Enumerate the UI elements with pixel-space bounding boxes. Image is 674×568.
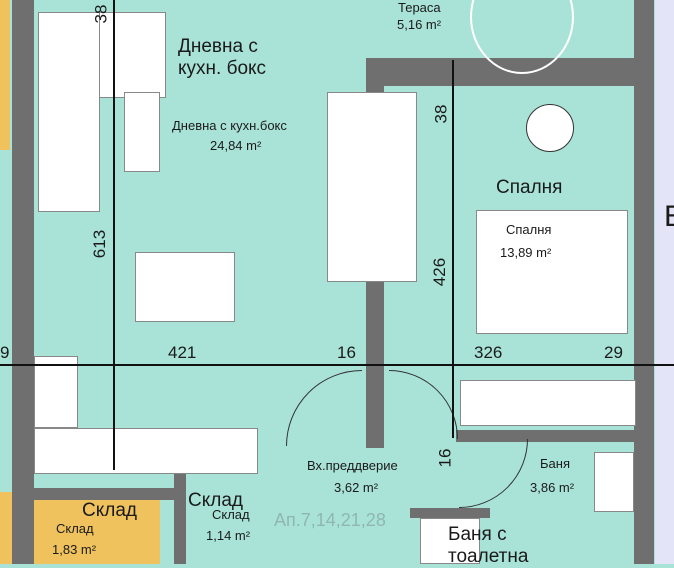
bed bbox=[476, 210, 628, 334]
kitchen-side bbox=[34, 356, 78, 428]
dim-29: 29 bbox=[604, 343, 623, 362]
wall-wc bbox=[410, 508, 490, 518]
bath-wc-title: Баня с тоалетна bbox=[448, 524, 529, 567]
dim-613: 613 bbox=[90, 229, 110, 259]
wall-storage bbox=[174, 460, 186, 564]
dim-line-613 bbox=[113, 0, 115, 470]
kitchen-counter bbox=[34, 428, 258, 474]
watermark: Ап.7,14,21,28 bbox=[274, 510, 386, 530]
dim-38-top: 38 bbox=[91, 4, 111, 24]
dim-line-426 bbox=[452, 60, 454, 438]
bedroom-name: Спалня bbox=[506, 222, 552, 237]
dim-16a: 16 bbox=[337, 343, 356, 362]
bedroom-title: Спалня bbox=[496, 177, 563, 198]
sofa-chaise bbox=[38, 12, 100, 212]
bedroom-area: 13,89 m² bbox=[500, 245, 552, 260]
living-name: Дневна с кухн.бокс bbox=[172, 118, 287, 133]
sink bbox=[594, 452, 634, 512]
round-table bbox=[526, 104, 574, 152]
hall-name: Вх.преддверие bbox=[307, 458, 398, 473]
living-title: Дневна с кухн. бокс bbox=[178, 36, 267, 79]
bath-area: 3,86 m² bbox=[530, 480, 575, 495]
hall-area: 3,62 m² bbox=[334, 480, 379, 495]
wall-right bbox=[634, 0, 654, 564]
dim-326: 326 bbox=[474, 343, 503, 362]
storage-mid-name: Склад bbox=[212, 507, 250, 522]
dim-421: 421 bbox=[168, 343, 197, 362]
dining-table bbox=[135, 252, 235, 322]
storage-left-name: Склад bbox=[56, 521, 94, 536]
storage-mid-area: 1,14 m² bbox=[206, 528, 251, 543]
dim-38-mid: 38 bbox=[431, 104, 451, 124]
terrace-name: Тераса bbox=[398, 0, 441, 15]
bath-name: Баня bbox=[540, 456, 570, 471]
living-area: 24,84 m² bbox=[210, 138, 262, 153]
coffee-table bbox=[124, 92, 160, 172]
neighbor-floor bbox=[0, 0, 10, 150]
dim-16b: 16 bbox=[435, 448, 455, 468]
exterior-strip bbox=[655, 0, 674, 564]
storage-left-title: Склад bbox=[82, 500, 137, 521]
dim-426: 426 bbox=[430, 257, 450, 287]
desk bbox=[327, 92, 417, 282]
edge-letter: Б bbox=[664, 200, 674, 233]
storage-mid-title: Склад bbox=[188, 490, 243, 511]
wall-left bbox=[12, 0, 34, 564]
storage-left-area: 1,83 m² bbox=[52, 542, 97, 557]
wardrobe bbox=[460, 380, 636, 426]
wall-kitchen bbox=[34, 488, 184, 500]
dim-9: 9 bbox=[0, 343, 10, 362]
terrace-area: 5,16 m² bbox=[397, 17, 442, 32]
dim-line-horizontal bbox=[0, 364, 674, 366]
